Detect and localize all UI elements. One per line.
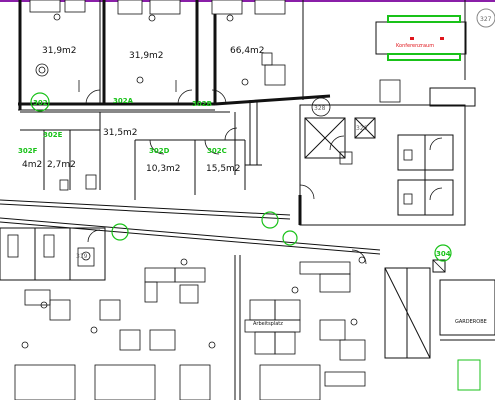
desk-label: Arbeitsplatz	[253, 321, 283, 327]
top-offices-walls	[18, 0, 331, 175]
room-tag-302: 302	[33, 99, 48, 107]
middle-rooms-walls	[20, 112, 246, 200]
room-tags: 302 302A 302B 302D 302C 302E 302F 304 32…	[18, 8, 495, 262]
area-label-room-302C: 15,5m2	[206, 164, 241, 174]
room-tag-302D: 302D	[149, 147, 170, 155]
room-tag-302C: 302C	[207, 147, 227, 155]
area-label-office-1: 31,9m2	[42, 46, 77, 56]
diagonal-corridor	[0, 199, 381, 400]
room-tag-328: 328	[314, 105, 326, 112]
room-tag-302F: 302F	[18, 147, 38, 155]
area-label-small-room-1: 4m2	[22, 160, 42, 170]
service-block-right	[298, 79, 476, 226]
room-tag-302E: 302E	[43, 131, 63, 139]
furniture-top-offices	[35, 13, 286, 86]
area-label-office-3: 66,4m2	[230, 46, 265, 56]
room-tag-327: 327	[480, 16, 492, 23]
conference-table	[375, 0, 467, 80]
garderobe-label: GARDEROBE	[455, 319, 487, 325]
area-label-office-2: 31,9m2	[129, 51, 164, 61]
open-office-desks	[14, 256, 366, 400]
room-tag-320: 320	[356, 125, 368, 132]
staircase	[384, 259, 495, 391]
wc-rooms-left	[0, 227, 106, 281]
room-tag-319: 319	[76, 253, 88, 260]
area-label-room-302D: 10,3m2	[146, 164, 181, 174]
room-tag-302A: 302A	[113, 97, 134, 105]
area-label-office-4: 31,5m2	[103, 128, 138, 138]
door-swings-misc	[87, 135, 443, 265]
door-swings-top	[78, 80, 227, 105]
area-label-small-room-2: 2,7m2	[47, 160, 76, 170]
conference-label: Konferenzraum	[396, 43, 434, 49]
room-tag-304: 304	[436, 250, 451, 258]
room-tag-302B: 302B	[192, 100, 212, 108]
